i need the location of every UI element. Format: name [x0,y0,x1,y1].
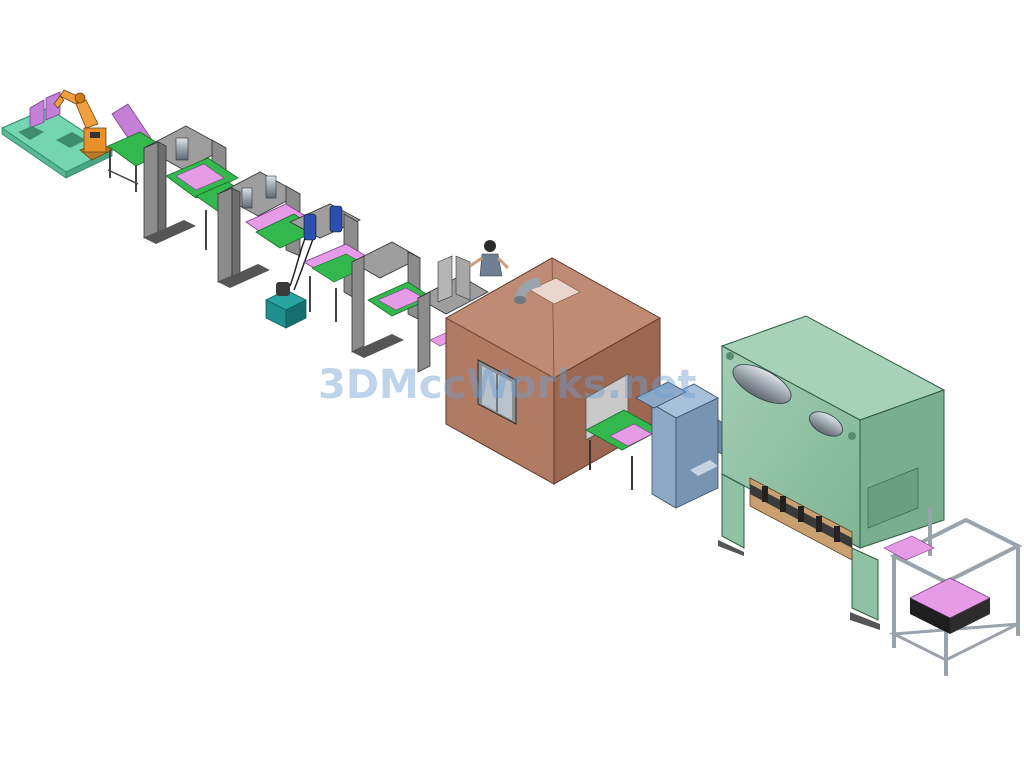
operator-figure [469,240,510,277]
stamping-press [718,315,946,630]
gantry-press-4 [417,255,489,373]
feeder-machine [635,381,735,509]
outfeed-conveyor [585,409,661,490]
hydraulic-pump-unit [265,225,319,329]
gantry-press-2 [217,171,319,288]
gantry-press-1 [143,125,239,244]
industrial-robot-arm [53,89,113,161]
output-frame-bin [883,508,1023,676]
enclosure-booth [444,257,662,485]
